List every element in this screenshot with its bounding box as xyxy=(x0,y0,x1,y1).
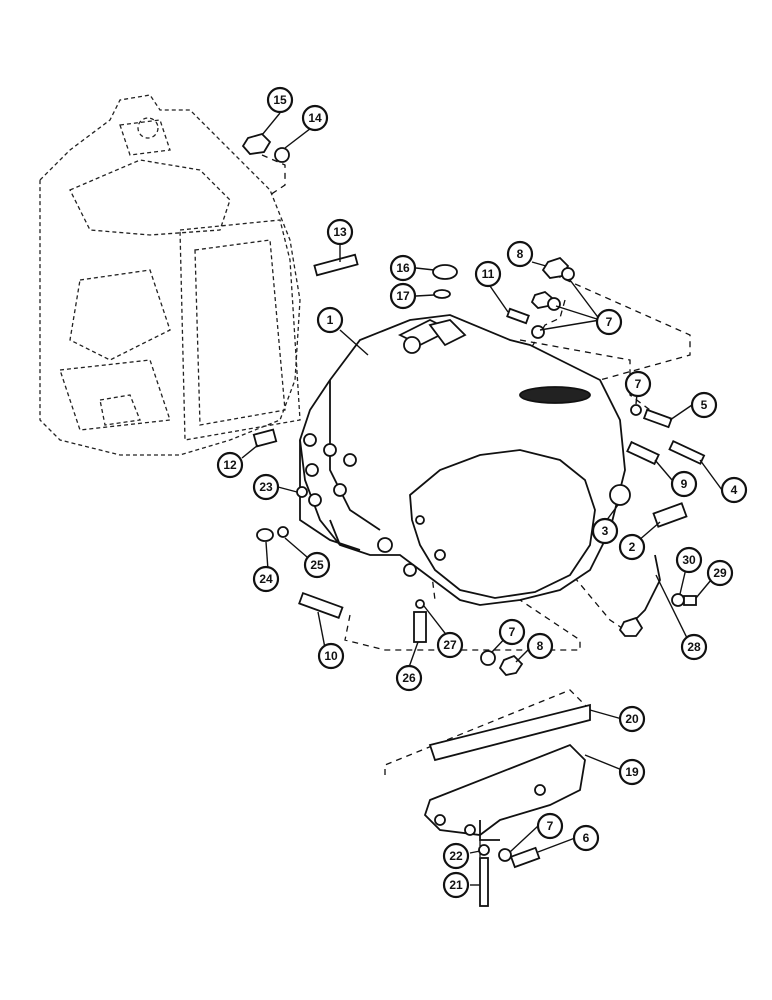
svg-text:23: 23 xyxy=(259,480,273,494)
callout-28: 28 xyxy=(680,633,708,661)
callout-15: 15 xyxy=(266,86,294,114)
svg-text:7: 7 xyxy=(606,315,613,329)
svg-text:4: 4 xyxy=(731,483,738,497)
svg-text:1: 1 xyxy=(327,313,334,327)
svg-text:19: 19 xyxy=(625,765,639,779)
svg-text:25: 25 xyxy=(310,558,324,572)
svg-text:20: 20 xyxy=(625,712,639,726)
svg-text:10: 10 xyxy=(324,649,338,663)
callout-21: 21 xyxy=(442,871,470,899)
callout-5: 5 xyxy=(690,391,718,419)
clutch-housing xyxy=(299,314,626,606)
callout-25: 25 xyxy=(303,551,331,579)
callout-27: 27 xyxy=(436,631,464,659)
callout-23: 23 xyxy=(252,473,280,501)
callout-7-top: 7 xyxy=(595,308,623,336)
callout-10: 10 xyxy=(317,642,345,670)
svg-text:11: 11 xyxy=(482,267,495,281)
callout-7-right: 7 xyxy=(624,370,652,398)
callout-26: 26 xyxy=(395,664,423,692)
svg-text:14: 14 xyxy=(308,111,322,125)
callout-7-lower: 7 xyxy=(498,618,526,646)
callout-6: 6 xyxy=(572,824,600,852)
svg-text:15: 15 xyxy=(273,93,287,107)
svg-text:16: 16 xyxy=(396,261,410,275)
svg-text:7: 7 xyxy=(635,377,642,391)
callout-16: 16 xyxy=(389,254,417,282)
callout-22: 22 xyxy=(442,842,470,870)
callout-2: 2 xyxy=(618,533,646,561)
callout-11: 11 xyxy=(474,260,502,288)
lower-support xyxy=(423,703,591,907)
callout-20: 20 xyxy=(618,705,646,733)
callout-14: 14 xyxy=(301,104,329,132)
callout-9: 9 xyxy=(670,470,698,498)
svg-text:30: 30 xyxy=(682,553,696,567)
svg-text:8: 8 xyxy=(537,639,544,653)
svg-text:28: 28 xyxy=(687,640,701,654)
svg-text:8: 8 xyxy=(517,247,524,261)
fasteners xyxy=(241,132,706,676)
svg-text:2: 2 xyxy=(629,540,636,554)
svg-text:17: 17 xyxy=(396,289,410,303)
svg-text:26: 26 xyxy=(402,671,416,685)
callout-8-lower: 8 xyxy=(526,632,554,660)
callout-29: 29 xyxy=(706,559,734,587)
svg-text:5: 5 xyxy=(701,398,708,412)
svg-text:12: 12 xyxy=(223,458,237,472)
svg-text:22: 22 xyxy=(449,849,463,863)
callout-4: 4 xyxy=(720,476,748,504)
svg-text:7: 7 xyxy=(509,625,516,639)
callout-8-top: 8 xyxy=(506,240,534,268)
svg-text:29: 29 xyxy=(713,566,727,580)
callout-17: 17 xyxy=(389,282,417,310)
svg-text:3: 3 xyxy=(602,524,609,538)
svg-text:6: 6 xyxy=(583,831,590,845)
callout-12: 12 xyxy=(216,451,244,479)
svg-text:24: 24 xyxy=(259,572,273,586)
callout-24: 24 xyxy=(252,565,280,593)
svg-text:27: 27 xyxy=(443,638,457,652)
callout-7-bottom: 7 xyxy=(536,812,564,840)
transmission-housing-ghost xyxy=(39,94,301,456)
callout-19: 19 xyxy=(618,758,646,786)
svg-text:21: 21 xyxy=(449,878,463,892)
callout-3: 3 xyxy=(591,517,619,545)
callout-30: 30 xyxy=(675,546,703,574)
callout-13: 13 xyxy=(326,218,354,246)
svg-text:13: 13 xyxy=(333,225,347,239)
callout-1: 1 xyxy=(316,306,344,334)
svg-text:9: 9 xyxy=(681,477,688,491)
svg-text:7: 7 xyxy=(547,819,554,833)
